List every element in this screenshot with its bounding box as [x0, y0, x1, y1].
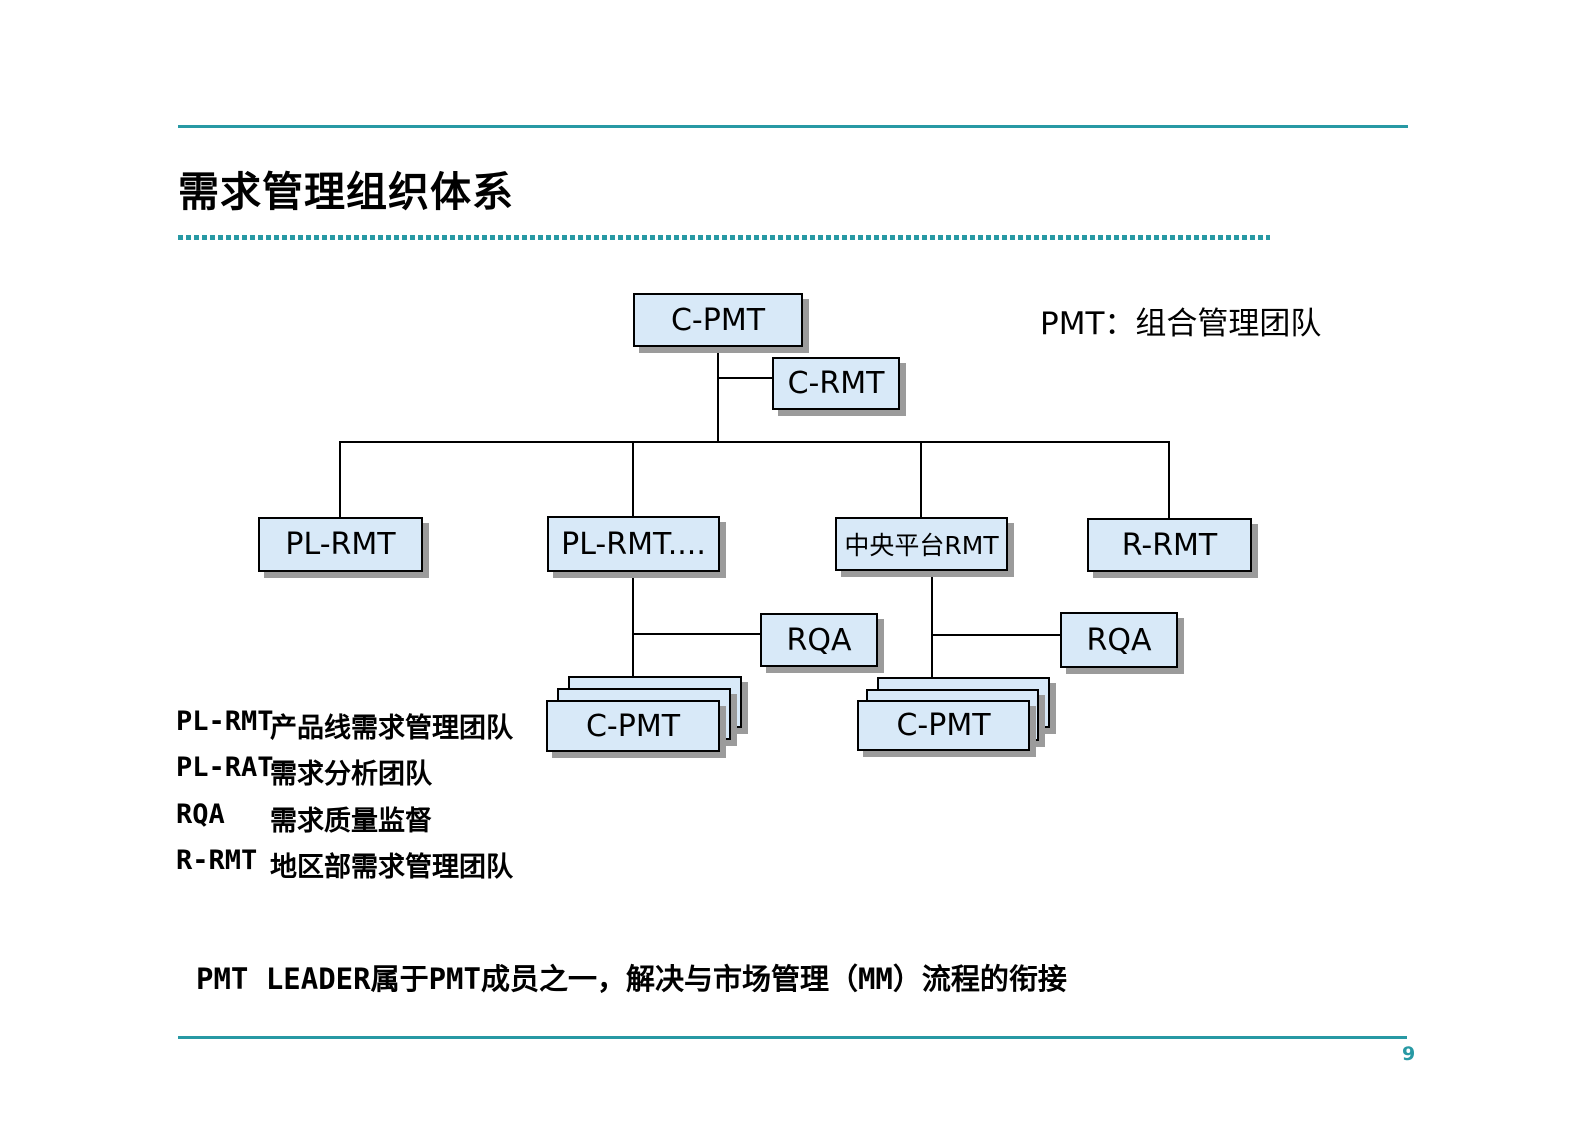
org-box-central-platform-rmt: 中央平台RMT [835, 517, 1008, 571]
legend-abbr: RQA [176, 799, 225, 830]
pmt-note-text: 组合管理团队 [1135, 306, 1322, 341]
legend-abbr: R-RMT [176, 845, 258, 876]
org-box-c-pmt-stack-right: C-PMT [857, 700, 1030, 751]
legend-row-pl-rmt: PL-RMT 产品线需求管理团队 [176, 706, 513, 744]
top-accent-rule [178, 125, 1408, 128]
org-box-rqa-right: RQA [1060, 612, 1178, 668]
legend-desc: 产品线需求管理团队 [270, 713, 513, 744]
connector-drop-pl-rmt-more [632, 441, 634, 516]
legend-row-r-rmt: R-RMT 地区部需求管理团队 [176, 845, 513, 883]
legend-row-rqa: RQA 需求质量监督 [176, 799, 432, 837]
legend-desc: 需求分析团队 [270, 759, 432, 790]
org-box-rqa-left: RQA [760, 613, 878, 667]
connector-pl-rmt-more-down [632, 572, 634, 676]
pmt-definition-note: PMT：组合管理团队 [1040, 298, 1321, 343]
connector-to-rqa-left [632, 633, 760, 635]
org-box-c-pmt-stack-left: C-PMT [546, 700, 720, 752]
bottom-note: PMT LEADER属于PMT成员之一，解决与市场管理（MM）流程的衔接 [196, 962, 1067, 996]
connector-to-crmt [717, 377, 773, 379]
page-title: 需求管理组织体系 [178, 168, 514, 216]
legend-desc: 地区部需求管理团队 [270, 852, 513, 883]
org-box-c-pmt-top: C-PMT [633, 293, 803, 347]
legend-abbr: PL-RMT [176, 706, 274, 737]
org-box-r-rmt: R-RMT [1087, 518, 1252, 572]
org-box-pl-rmt: PL-RMT [258, 517, 423, 572]
legend-desc: 需求质量监督 [270, 806, 432, 837]
org-box-pl-rmt-more: PL-RMT.... [547, 516, 720, 572]
page-number: 9 [1402, 1043, 1416, 1065]
org-box-c-rmt: C-RMT [772, 357, 900, 410]
bottom-accent-rule [178, 1036, 1407, 1039]
pmt-note-abbr: PMT： [1040, 306, 1136, 342]
connector-drop-r-rmt [1168, 441, 1170, 518]
connector-to-rqa-right [931, 634, 1060, 636]
connector-cpmt-down [717, 347, 719, 443]
legend-abbr: PL-RAT [176, 752, 274, 783]
connector-main-horizontal [339, 441, 1170, 443]
connector-central-rmt-down [931, 571, 933, 677]
title-dotted-rule [178, 235, 1270, 240]
legend-row-pl-rat: PL-RAT 需求分析团队 [176, 752, 432, 790]
connector-drop-pl-rmt [339, 441, 341, 517]
connector-drop-central-rmt [920, 441, 922, 517]
